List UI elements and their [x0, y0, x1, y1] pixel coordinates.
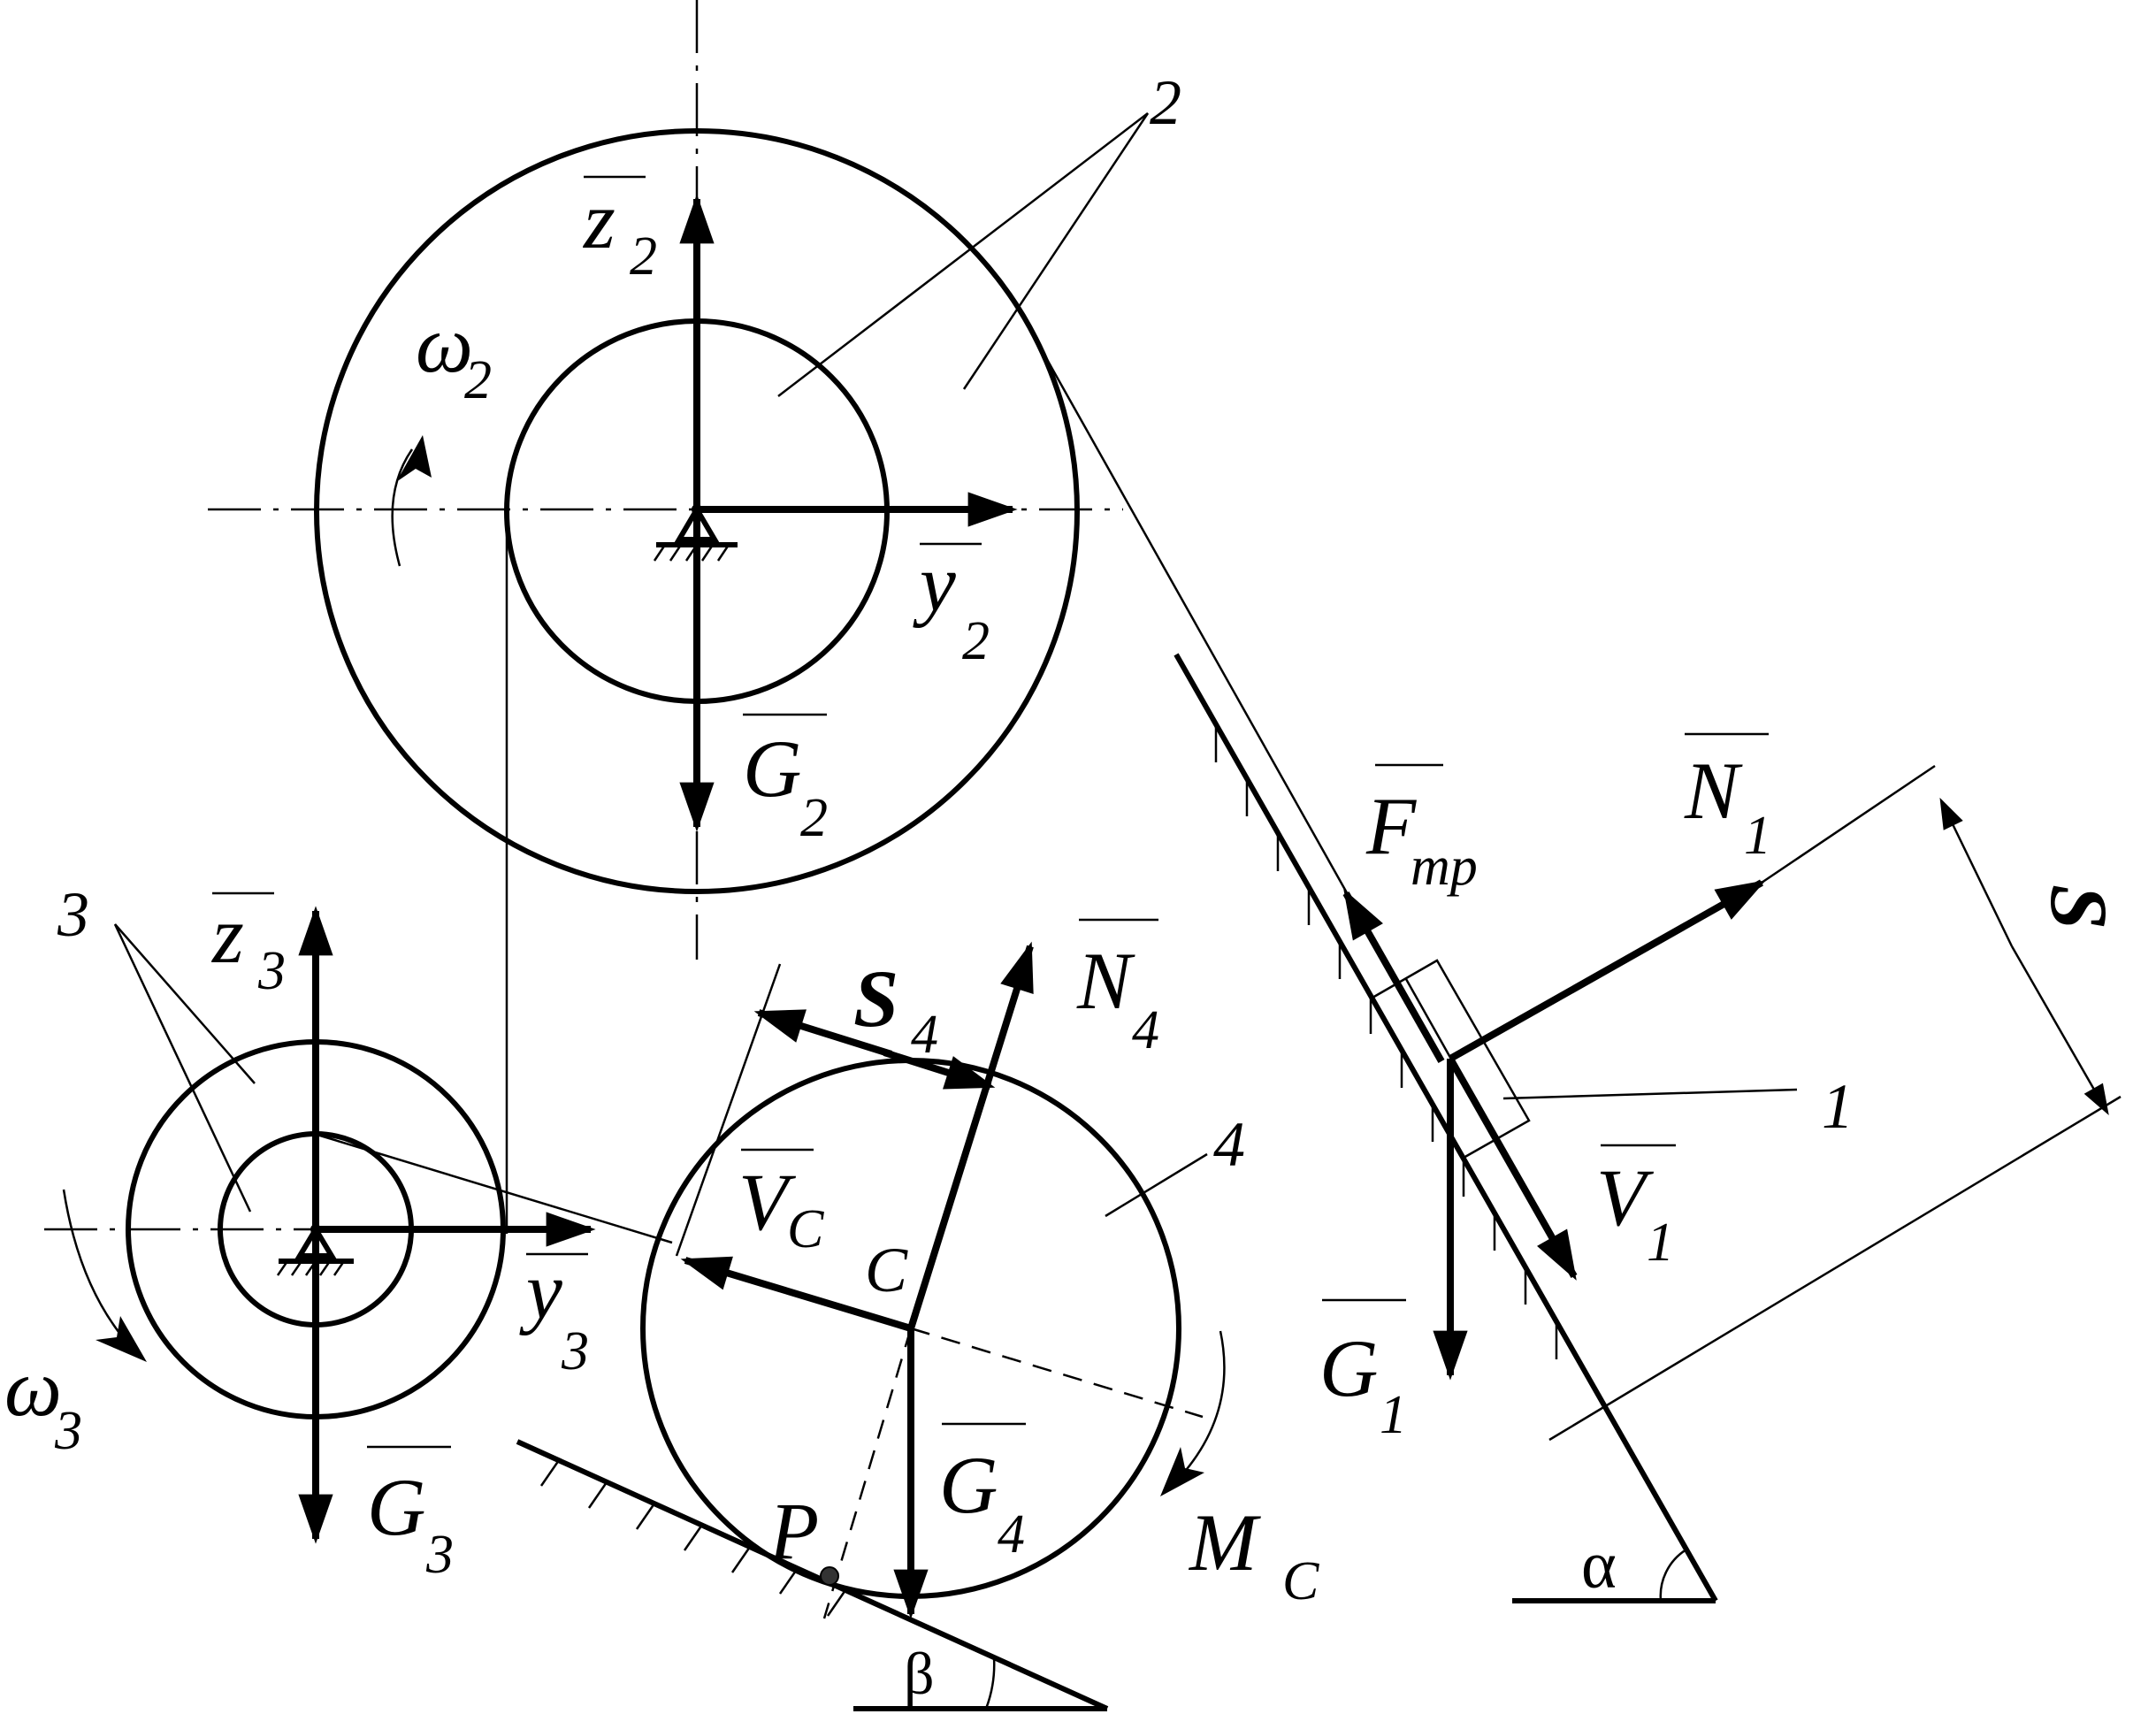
S4-subscript: 4 [911, 1005, 938, 1065]
body-1-block [1174, 653, 2122, 1603]
omega3-label: ω [4, 1343, 62, 1433]
leader-3-outer [114, 923, 256, 1084]
alpha-label: α [1581, 1528, 1617, 1603]
leader-4 [1105, 1152, 1208, 1218]
omega2-subscript: 2 [464, 350, 492, 410]
S-dimension-arrow-up [1939, 797, 2014, 947]
S4-label: S [853, 953, 898, 1044]
S4-arrow-right [883, 1049, 996, 1090]
V1-label: V [1596, 1152, 1655, 1243]
beta-angle-arc [984, 1657, 996, 1710]
block-1-rectangle [1371, 959, 1531, 1159]
MC-subscript: C [1282, 1551, 1319, 1611]
S-extension-bottom [1548, 1095, 2122, 1442]
N1-subscript: 1 [1744, 806, 1771, 866]
omega2-arrowhead [396, 435, 432, 482]
body-2-pulley [208, 0, 1150, 960]
body-2-support-hatching [653, 544, 730, 562]
MC-arc [1175, 1330, 1226, 1482]
leader-3-inner [113, 923, 252, 1213]
body-4-wheel [516, 941, 1226, 1711]
body-4-contact-line [822, 1328, 913, 1619]
beta-label: β [904, 1640, 935, 1707]
G4-subscript: 4 [998, 1504, 1025, 1565]
Fmp-label: F [1365, 781, 1417, 871]
z2-label: z [582, 175, 615, 265]
z2-subscript: 2 [630, 226, 657, 287]
incline-beta-surface [516, 1439, 1109, 1711]
MC-label: M [1188, 1497, 1261, 1588]
body-4-diameter-line [910, 1327, 1204, 1419]
V1-subscript: 1 [1647, 1213, 1674, 1273]
y2-label: y [913, 538, 956, 628]
S-dimension-arrow-down [2010, 945, 2109, 1116]
leader-2-outer [962, 112, 1150, 390]
alpha-angle-arc [1659, 1548, 1687, 1602]
omega2-label: ω [416, 299, 473, 389]
G1-label: G [1319, 1323, 1378, 1413]
N1-label: N [1684, 746, 1743, 836]
N4-subscript: 4 [1132, 1000, 1159, 1060]
rope-3-to-4 [319, 1134, 673, 1244]
G2-subscript: 2 [800, 788, 828, 848]
MC-arrowhead [1160, 1447, 1204, 1496]
omega3-subscript: 3 [54, 1401, 82, 1461]
S-extension-top [1761, 764, 1936, 884]
z3-label: z [210, 890, 244, 980]
G4-label: G [939, 1440, 998, 1530]
N4-label: N [1076, 936, 1135, 1026]
S4-arrow-left [753, 1009, 893, 1058]
body-2-number: 2 [1150, 67, 1181, 138]
leader-1 [1502, 1088, 1798, 1100]
omega2-arc [391, 448, 414, 567]
vector-Fmp [1342, 889, 1445, 1063]
labels: z 2 ω 2 2 y 2 G 2 3 z 3 y 3 ω 3 G 3 N 4 [4, 67, 2124, 1707]
VC-label: V [738, 1157, 797, 1247]
point-P-label: P [768, 1486, 819, 1576]
G1-subscript: 1 [1380, 1385, 1407, 1445]
body-3-pulley [44, 906, 596, 1544]
y3-label: y [519, 1245, 562, 1335]
incline-alpha-hatching [1214, 724, 1558, 1359]
body-2-outer-circle [314, 128, 1080, 894]
incline-beta-hatching [539, 1459, 847, 1617]
contact-point-P [820, 1566, 839, 1586]
y2-subscript: 2 [962, 611, 990, 671]
VC-subscript: C [787, 1199, 824, 1259]
body-4-number: 4 [1213, 1109, 1245, 1180]
body-1-number: 1 [1822, 1071, 1854, 1142]
Fmp-subscript: mp [1411, 837, 1478, 897]
y3-subscript: 3 [561, 1321, 589, 1381]
z3-subscript: 3 [257, 941, 286, 1001]
vector-N4 [907, 941, 1034, 1330]
G3-subscript: 3 [425, 1525, 454, 1585]
S-label: S [2034, 884, 2124, 930]
point-C-label: C [865, 1235, 908, 1305]
G2-label: G [743, 723, 801, 814]
omega3-arrowhead [96, 1316, 147, 1362]
G3-label: G [367, 1462, 425, 1552]
vector-VC [680, 1256, 913, 1332]
vector-N1 [1449, 879, 1766, 1062]
body-3-number: 3 [57, 879, 89, 950]
leader-2-inner [777, 112, 1149, 397]
vector-V1 [1447, 1057, 1578, 1281]
